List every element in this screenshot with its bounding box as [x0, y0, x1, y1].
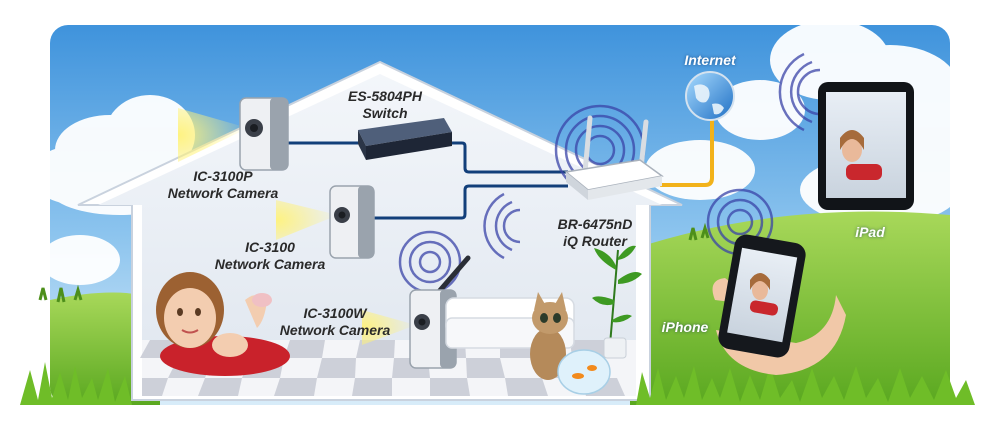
fishbowl-icon: [557, 349, 611, 395]
wireless-router-icon: [564, 115, 664, 200]
grass-foreground: [20, 222, 975, 405]
tablet-icon: [818, 82, 914, 210]
child-photo: [156, 272, 290, 376]
globe-icon: [685, 71, 735, 121]
internet-text: Internet: [684, 52, 736, 68]
iphone-label: iPhone: [650, 319, 720, 336]
wan-cable: [660, 110, 714, 187]
camera-3100p-type: Network Camera: [167, 185, 279, 201]
router-type: iQ Router: [563, 233, 627, 249]
camera-3100w-type: Network Camera: [279, 322, 391, 338]
camera-3100w-model: IC-3100W: [303, 305, 367, 321]
switch-model: ES-5804PH: [348, 88, 422, 104]
ipad-text: iPad: [855, 224, 885, 240]
camera-3100p-model: IC-3100P: [193, 168, 253, 184]
smartphone-icon: [712, 234, 846, 375]
ipad-label: iPad: [840, 224, 900, 241]
camera-3100w-label: IC-3100W Network Camera: [270, 305, 400, 339]
internet-label: Internet: [670, 52, 750, 69]
network-switch-icon: [358, 118, 452, 160]
kitten-photo: [530, 292, 568, 380]
lan-cables: [285, 141, 568, 220]
potted-plant-icon: [592, 245, 642, 359]
ip-camera-icon: [178, 97, 289, 171]
ip-camera-icon: [276, 185, 375, 259]
switch-type: Switch: [362, 105, 408, 121]
router-model: BR-6475nD: [557, 216, 633, 232]
switch-label: ES-5804PH Switch: [335, 88, 435, 122]
camera-3100p-label: IC-3100P Network Camera: [158, 168, 288, 202]
camera-3100-model: IC-3100: [245, 239, 295, 255]
router-label: BR-6475nD iQ Router: [540, 216, 650, 250]
camera-3100-label: IC-3100 Network Camera: [205, 239, 335, 273]
iphone-text: iPhone: [661, 319, 709, 335]
camera-3100-type: Network Camera: [214, 256, 326, 272]
